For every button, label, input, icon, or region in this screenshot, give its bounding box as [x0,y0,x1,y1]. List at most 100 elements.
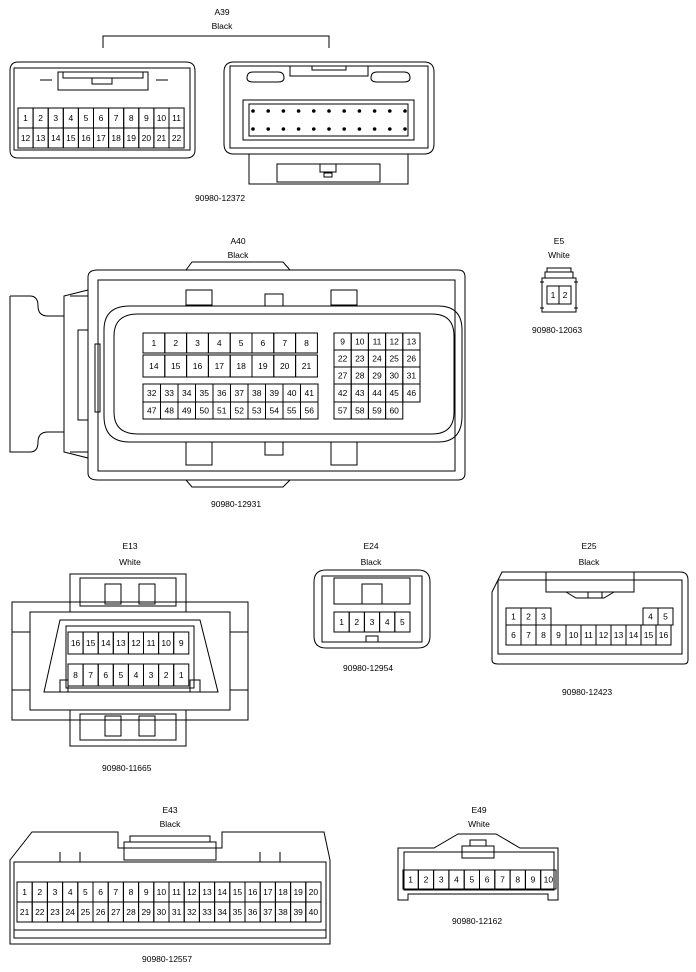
svg-text:4: 4 [648,612,653,622]
connector-color-e49: White [468,819,490,829]
e25-pin-3: 3 [535,607,552,626]
e25-pin-2: 2 [520,607,537,626]
e43-pin-29: 29 [138,901,155,923]
e13-pin-4: 4 [127,663,144,687]
a40-pin-57: 57 [333,401,352,420]
part-number-e25: 90980-12423 [562,687,613,697]
a39-pin-22: 22 [168,127,185,149]
e49-pin-3: 3 [433,869,450,890]
svg-text:13: 13 [36,133,46,143]
e49-pin-7: 7 [494,869,511,890]
a40-pin-40: 40 [282,383,301,403]
svg-text:2: 2 [563,290,568,300]
svg-text:28: 28 [126,907,136,917]
svg-text:19: 19 [127,133,137,143]
svg-text:13: 13 [202,887,212,897]
e43-pin-31: 31 [168,901,185,923]
e49-pin-5: 5 [463,869,481,890]
e43-pin-14: 14 [214,881,231,903]
e43-pin-32: 32 [183,901,200,923]
svg-text:7: 7 [88,670,93,680]
a39-male-terminal [327,127,331,131]
e49-pin-8: 8 [509,869,526,890]
e5-pin-1: 1 [546,285,560,305]
e25-pin-11: 11 [580,624,597,646]
a40-pin-36: 36 [212,383,231,403]
a39-pin-3: 3 [47,107,64,129]
svg-text:5: 5 [118,670,123,680]
a40-pin-52: 52 [230,401,249,420]
e25-pin-9: 9 [550,624,567,646]
a39-pin-19: 19 [123,127,140,149]
a40-pin-25: 25 [385,349,404,368]
svg-text:1: 1 [551,290,556,300]
svg-text:59: 59 [372,406,382,416]
e25-pin-13: 13 [610,624,627,646]
a40-pin-41: 41 [300,383,319,403]
e24-pin-1: 1 [333,611,350,633]
a40-pin-13: 13 [402,332,421,351]
svg-text:1: 1 [511,612,516,622]
e43-pin-10: 10 [153,881,170,903]
svg-text:8: 8 [304,338,309,348]
svg-text:21: 21 [157,133,167,143]
svg-text:50: 50 [200,406,210,416]
svg-text:12: 12 [21,133,31,143]
svg-text:22: 22 [172,133,182,143]
e13-pin-2: 2 [158,663,175,687]
svg-text:10: 10 [157,113,167,123]
e43-pin-20: 20 [305,881,322,903]
a39-male-terminal [388,127,392,131]
svg-text:12: 12 [599,630,609,640]
svg-text:23: 23 [50,907,60,917]
svg-text:46: 46 [407,388,417,398]
part-number-e43: 90980-12557 [142,954,193,964]
svg-text:2: 2 [424,875,429,885]
svg-text:32: 32 [147,388,157,398]
a39-pin-7: 7 [108,107,125,129]
e43-pin-36: 36 [244,901,261,923]
a39-male-terminal [372,109,377,113]
e25-pin-6: 6 [505,624,522,646]
svg-text:9: 9 [340,337,345,347]
a39-male-terminal [403,127,407,131]
e43-pin-30: 30 [153,901,170,923]
svg-text:8: 8 [541,630,546,640]
e43-pin-15: 15 [229,881,246,903]
svg-text:15: 15 [66,133,76,143]
svg-text:9: 9 [179,638,184,648]
svg-text:4: 4 [68,887,73,897]
svg-text:1: 1 [152,338,157,348]
svg-text:20: 20 [142,133,152,143]
a39-pin-2: 2 [32,107,49,129]
a40-pin-30: 30 [385,366,404,385]
a40-pin-44: 44 [367,383,387,403]
e5-housing [540,267,578,313]
svg-text:44: 44 [372,388,382,398]
svg-text:18: 18 [111,133,121,143]
a39-male-terminal [357,109,362,113]
svg-text:15: 15 [644,630,654,640]
svg-text:33: 33 [165,388,175,398]
svg-text:20: 20 [280,361,290,371]
a40-pin-10: 10 [350,332,369,351]
part-number-a40: 90980-12931 [211,499,262,509]
e43-pin-28: 28 [122,901,140,923]
svg-text:5: 5 [400,617,405,627]
svg-text:19: 19 [258,361,268,371]
e25-pin-1: 1 [505,607,522,626]
a39-male-terminal [357,127,362,131]
a40-pin-24: 24 [367,349,387,368]
e43-pin-18: 18 [274,881,292,903]
e43-pin-7: 7 [107,881,124,903]
a40-pin-19: 19 [251,354,275,378]
svg-text:27: 27 [338,371,348,381]
part-number-e13: 90980-11665 [102,763,152,773]
a40-pin-26: 26 [402,349,421,368]
a40-pin-18: 18 [229,354,253,378]
a40-housing [9,261,466,488]
a40-pin-6: 6 [251,332,275,354]
svg-text:29: 29 [372,371,382,381]
svg-text:9: 9 [531,875,536,885]
svg-text:10: 10 [355,337,365,347]
